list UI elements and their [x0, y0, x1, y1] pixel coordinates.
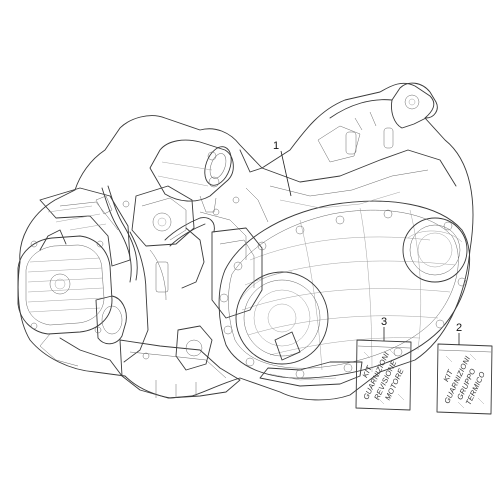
callout-1: 1: [273, 140, 292, 197]
callout-2: 2: [456, 322, 462, 345]
callout-3: 3: [381, 316, 387, 341]
kit-bag-engine-overhaul: KIT GUARNIZIONI REVISIONE MOTORE: [355, 339, 412, 411]
callout-1-number: 1: [273, 140, 279, 152]
callout-1-leader: [280, 150, 292, 197]
callout-3-number: 3: [381, 316, 387, 328]
engine-assembly: [17, 82, 474, 401]
callout-2-number: 2: [456, 322, 462, 334]
kit-bag-cylinder-group: KIT GUARNIZIONI GRUPPO TERMICO: [436, 343, 493, 415]
